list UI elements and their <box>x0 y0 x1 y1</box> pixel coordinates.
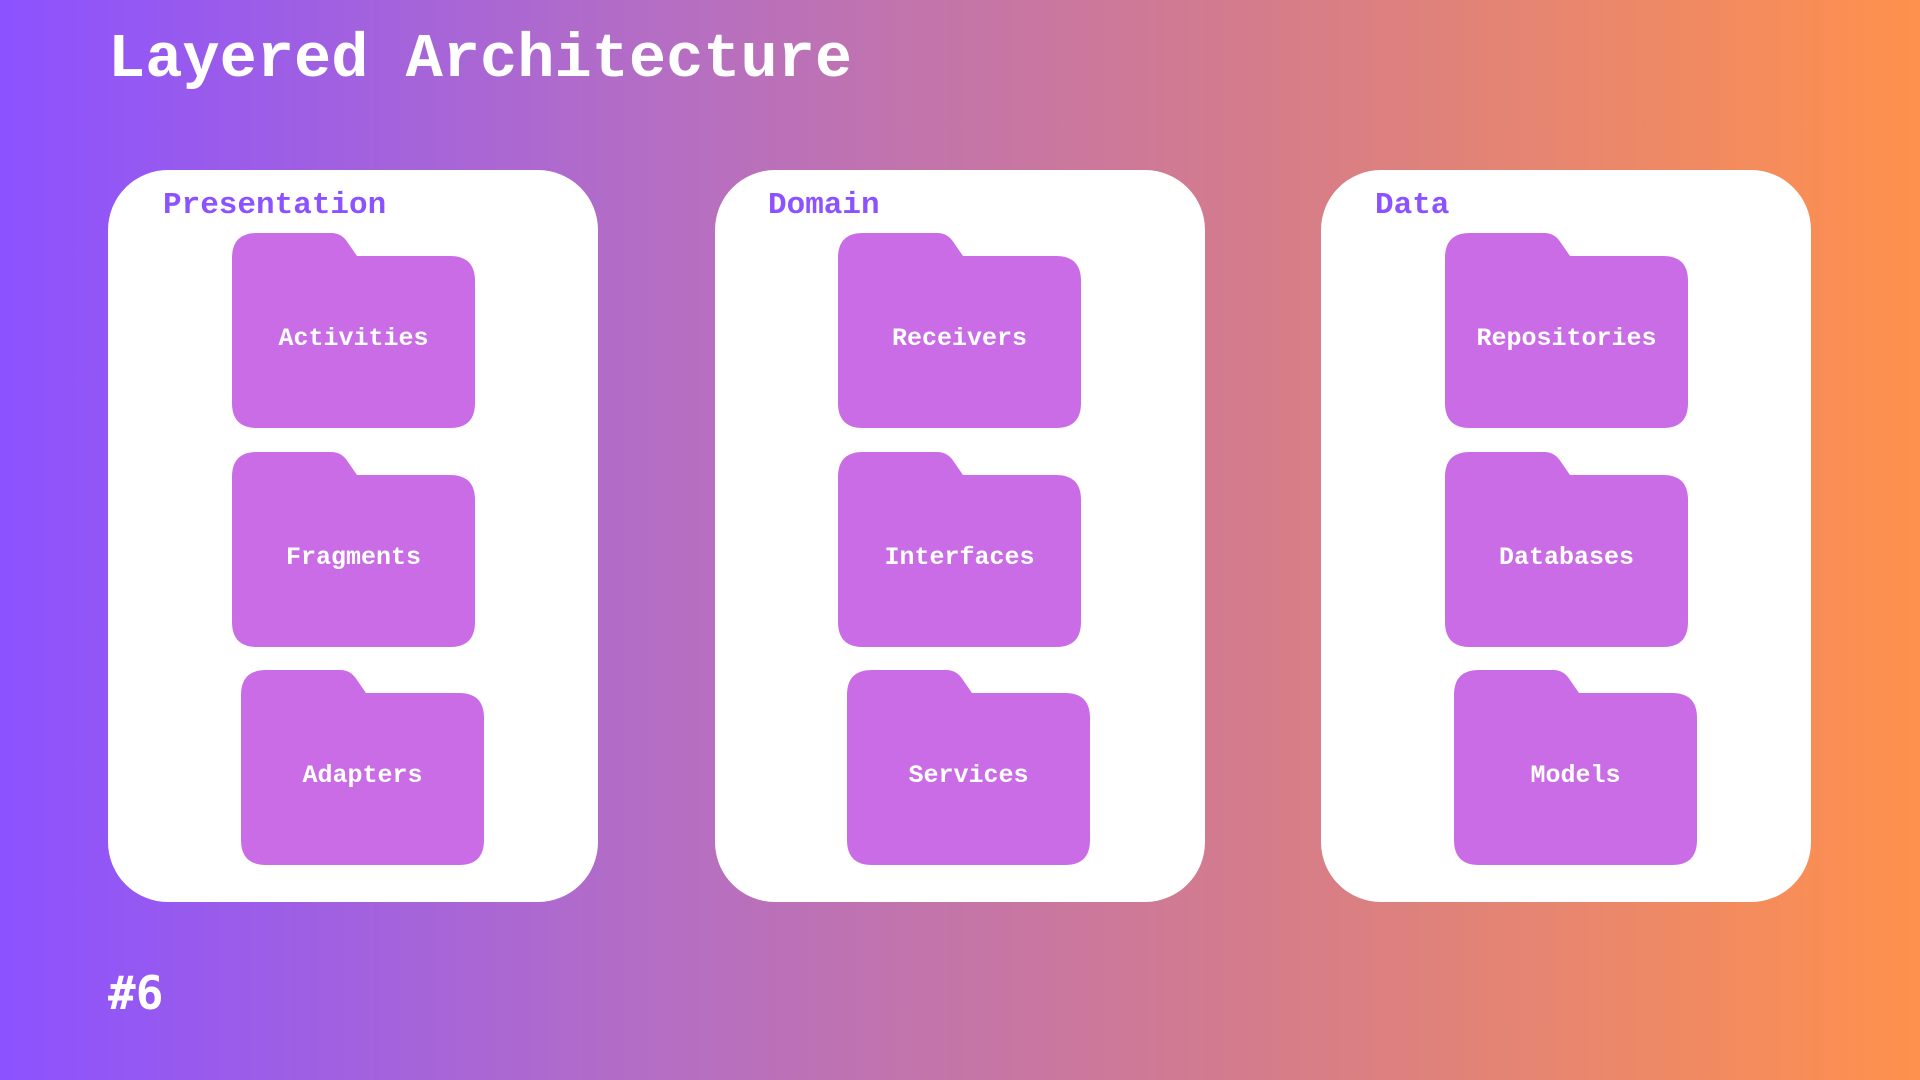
folder-icon <box>1445 452 1688 647</box>
folder-databases: Databases <box>1445 452 1688 647</box>
folder-icon <box>838 233 1081 428</box>
slide-title: Layered Architecture <box>108 24 853 95</box>
folder-label: Databases <box>1498 543 1635 572</box>
folder-label: Adapters <box>302 761 423 790</box>
layer-label: Data <box>1375 188 1450 223</box>
folder-activities: Activities <box>232 233 475 428</box>
folder-icon <box>241 670 484 865</box>
folder-label: Receivers <box>891 324 1028 353</box>
folder-icon <box>847 670 1090 865</box>
folder-icon <box>1445 233 1688 428</box>
folder-label: Models <box>1530 761 1621 790</box>
folder-label: Interfaces <box>884 543 1035 572</box>
folder-icon <box>838 452 1081 647</box>
folder-interfaces: Interfaces <box>838 452 1081 647</box>
folder-fragments: Fragments <box>232 452 475 647</box>
folder-adapters: Adapters <box>241 670 484 865</box>
layer-label: Presentation <box>163 188 387 223</box>
folder-repositories: Repositories <box>1445 233 1688 428</box>
folder-icon <box>232 233 475 428</box>
folder-label: Fragments <box>285 543 422 572</box>
folder-label: Services <box>908 761 1029 790</box>
folder-label: Activities <box>278 324 429 353</box>
layer-label: Domain <box>768 188 880 223</box>
folder-label: Repositories <box>1476 324 1657 353</box>
layer-panel-presentation: Presentation Activities Fragments Adapte… <box>108 170 598 902</box>
folder-services: Services <box>847 670 1090 865</box>
layer-panel-domain: Domain Receivers Interfaces Services <box>715 170 1205 902</box>
layer-panel-data: Data Repositories Databases Models <box>1321 170 1811 902</box>
folder-models: Models <box>1454 670 1697 865</box>
folder-icon <box>1454 670 1697 865</box>
slide-number-tag: #6 <box>108 966 164 1020</box>
folder-icon <box>232 452 475 647</box>
folder-receivers: Receivers <box>838 233 1081 428</box>
